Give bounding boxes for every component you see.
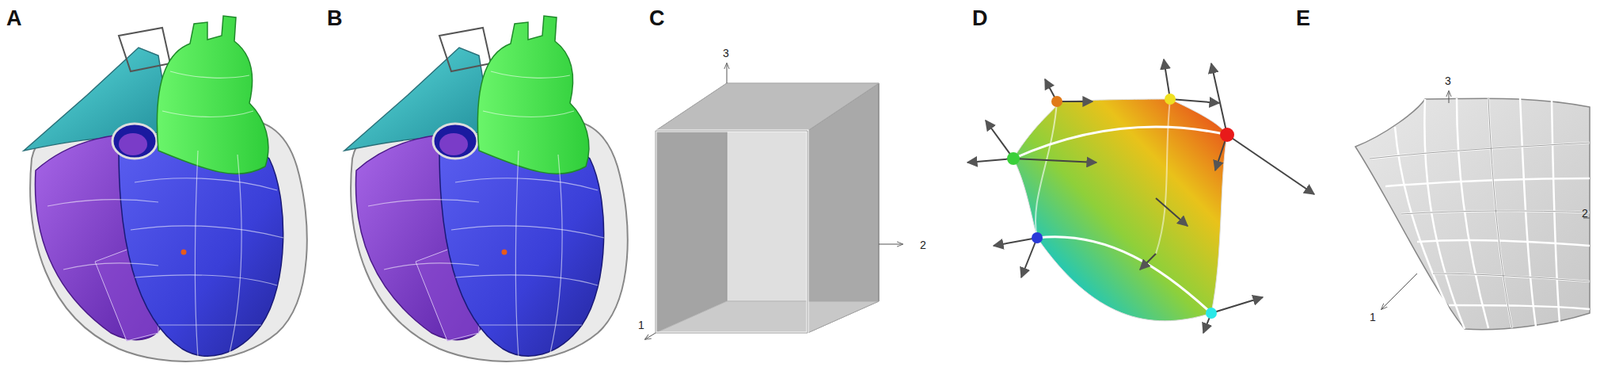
- panel-letter: C: [649, 7, 666, 30]
- axis-label: 1: [638, 319, 645, 331]
- panel-letter: E: [1295, 7, 1311, 30]
- axis-label: 3: [722, 47, 730, 59]
- axis-label: 2: [1581, 207, 1589, 219]
- axis-label: 1: [1369, 311, 1376, 323]
- axis-label: 2: [919, 239, 927, 251]
- panel-letter: A: [6, 7, 23, 30]
- panel-letter: D: [972, 7, 989, 30]
- panel-letter: B: [326, 7, 343, 30]
- axis-label: 3: [1444, 75, 1452, 87]
